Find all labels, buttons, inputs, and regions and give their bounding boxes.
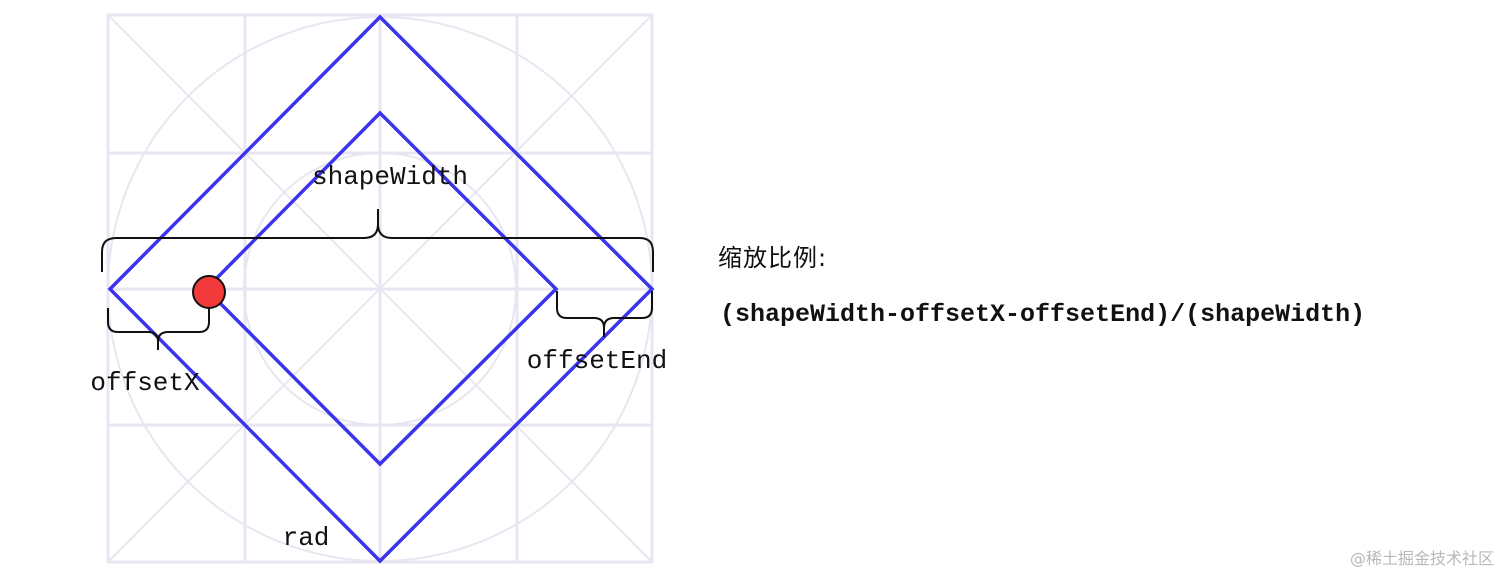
offset-x-label: offsetX xyxy=(90,368,200,398)
shape-width-label: shapeWidth xyxy=(312,162,468,192)
outer-diamond xyxy=(107,14,655,564)
scale-ratio-formula: (shapeWidth-offsetX-offsetEnd)/(shapeWid… xyxy=(720,300,1366,329)
guide-grid xyxy=(106,13,654,564)
inner-diamond xyxy=(203,110,559,467)
scale-ratio-title: 缩放比例: xyxy=(718,244,828,272)
offset-end-brace xyxy=(556,291,653,337)
guide-circle-inner xyxy=(243,152,517,426)
shape-scale-diagram: shapeWidth offsetX offsetEnd rad xyxy=(90,13,667,564)
rad-label: rad xyxy=(283,523,330,553)
offset-marker-point xyxy=(192,275,226,309)
watermark: @稀土掘金技术社区 xyxy=(1349,549,1494,568)
offset-end-label: offsetEnd xyxy=(527,346,667,376)
offset-x-brace xyxy=(107,307,210,350)
shape-width-brace xyxy=(101,209,654,272)
